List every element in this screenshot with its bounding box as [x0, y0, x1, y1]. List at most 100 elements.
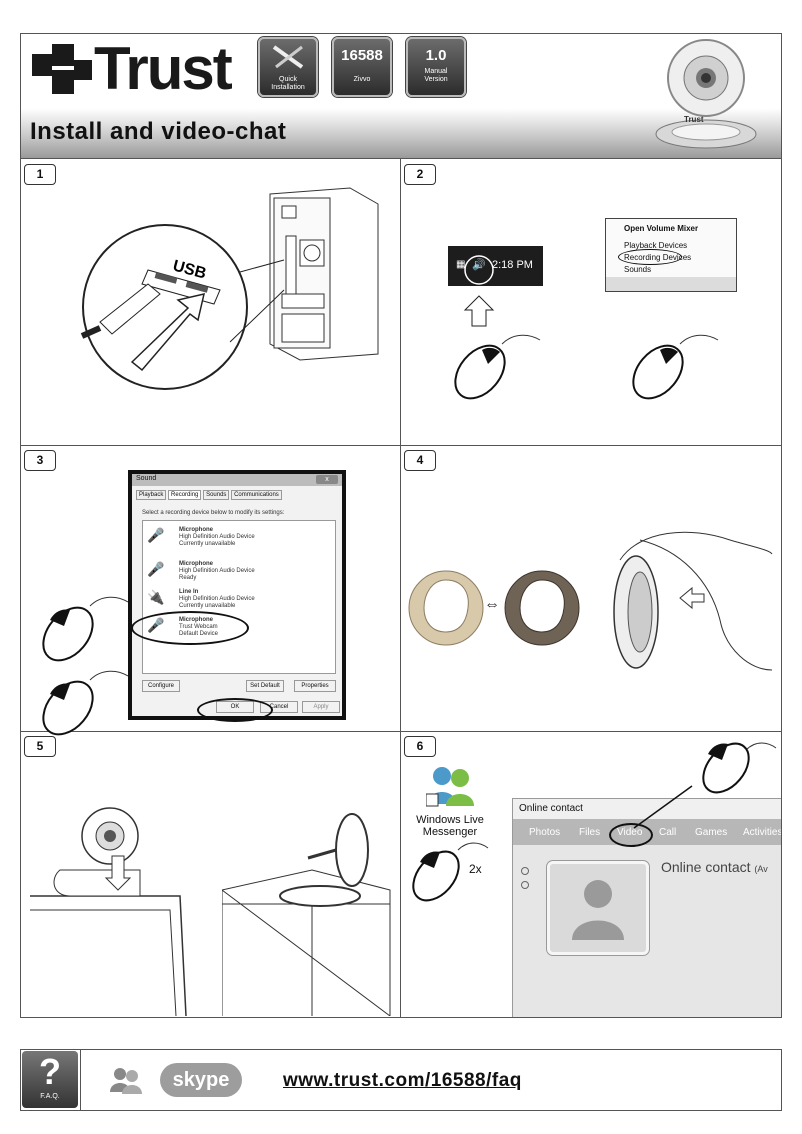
- nav-call[interactable]: Call: [659, 827, 677, 838]
- press-arrow-icon: [679, 586, 705, 610]
- messenger-label-line1: Windows Live: [416, 814, 484, 826]
- taskbar-strip: [606, 277, 736, 291]
- skype-logo: skype: [160, 1063, 242, 1097]
- line-in-icon: 🔌: [147, 589, 165, 605]
- dialog-tabs: Playback Recording Sounds Communications: [136, 490, 282, 500]
- dot-icon[interactable]: [521, 881, 529, 889]
- nav-activities[interactable]: Activities: [743, 827, 781, 838]
- arrow-down-icon: [104, 855, 132, 891]
- network-icon: ▦: [456, 259, 466, 270]
- messenger-label-line2: Messenger: [422, 826, 478, 838]
- sound-dialog: Sound x Playback Recording Sounds Commun…: [132, 474, 342, 716]
- trust-logo-icon: [32, 44, 92, 94]
- contact-status: (Av: [754, 864, 768, 874]
- hand-fitting-ring-illustration: [613, 531, 773, 671]
- usb-zoom-illustration: USB: [80, 224, 285, 390]
- nav-games[interactable]: Games: [695, 827, 728, 838]
- device-list[interactable]: 🎤 Microphone High Definition Audio Devic…: [142, 520, 336, 674]
- tab-sounds[interactable]: Sounds: [203, 490, 230, 500]
- page-title: Install and video-chat: [30, 118, 287, 145]
- mouse-click-icon: [42, 670, 129, 736]
- device-driver: High Definition Audio Device: [179, 534, 255, 540]
- tile-quick-installation: Quick Installation: [258, 37, 318, 97]
- swap-icon: ⇔: [484, 596, 500, 613]
- microphone-icon: 🎤: [147, 561, 165, 577]
- messenger-buddies-icon[interactable]: [426, 764, 474, 808]
- tab-communications[interactable]: Communications: [231, 490, 282, 500]
- device-driver: High Definition Audio Device: [179, 596, 255, 602]
- window-titlebar: Online contact: [513, 799, 781, 819]
- device-status: Currently unavailable: [179, 603, 236, 609]
- step-number-5: 5: [24, 736, 56, 757]
- step-number-3: 3: [24, 450, 56, 471]
- step-number-4: 4: [404, 450, 436, 471]
- taskbar-tray: ▦ 🔊 2:18 PM: [448, 246, 543, 286]
- messenger-window: Online contact Photos Files Video Call G…: [512, 798, 781, 1017]
- device-name: Line In: [179, 589, 199, 595]
- tile-product-number: 16588 Zivvo: [332, 37, 392, 97]
- question-mark-icon: ?: [39, 1051, 61, 1092]
- menu-sounds[interactable]: Sounds: [624, 265, 652, 274]
- menu-playback-devices[interactable]: Playback Devices: [624, 241, 688, 250]
- tab-recording[interactable]: Recording: [168, 490, 202, 500]
- faq-label: F.A.Q.: [40, 1093, 60, 1100]
- highlight-trust-webcam: [131, 611, 249, 645]
- step-number-2: 2: [404, 164, 436, 185]
- tile-manual-version: 1.0 Manual Version: [406, 37, 466, 97]
- faq-url-link[interactable]: www.trust.com/16588/faq: [283, 1070, 522, 1091]
- webcam-on-desk-illustration: [222, 813, 391, 1016]
- version-label-2: Version: [424, 76, 448, 83]
- device-driver: High Definition Audio Device: [179, 568, 255, 574]
- apply-button[interactable]: Apply: [302, 701, 340, 713]
- volume-context-menu: Open Volume Mixer Playback Devices Recor…: [605, 218, 737, 292]
- tray-clock: 2:18 PM: [492, 259, 533, 271]
- dialog-titlebar: Sound x: [132, 474, 342, 486]
- tile-label-1: Quick: [279, 76, 297, 83]
- trust-logo: Trust: [30, 35, 245, 102]
- grid-divider-row-2: [20, 731, 782, 732]
- pc-tower-illustration: [269, 187, 379, 361]
- footer-divider: [80, 1049, 81, 1111]
- highlight-recording-devices: [618, 249, 682, 265]
- mouse-click-video-icon: [633, 742, 777, 829]
- speaker-icon[interactable]: 🔊: [472, 259, 486, 271]
- close-icon[interactable]: x: [316, 475, 338, 484]
- step-number-6: 6: [404, 736, 436, 757]
- highlight-speaker: [463, 255, 495, 327]
- version-label-1: Manual: [424, 68, 448, 75]
- menu-open-volume-mixer[interactable]: Open Volume Mixer: [624, 224, 699, 233]
- mouse-click-icon: [42, 596, 129, 662]
- highlight-ok-button: [197, 698, 273, 722]
- properties-button[interactable]: Properties: [294, 680, 336, 692]
- contact-name-text: Online contact: [661, 859, 751, 875]
- webcam-product-image: Trust: [655, 39, 757, 149]
- product-name: Zivvo: [353, 76, 371, 83]
- nav-photos[interactable]: Photos: [529, 827, 561, 838]
- version-number: 1.0: [425, 47, 447, 64]
- mouse-right-click-icon: [632, 334, 719, 400]
- header-banner: [20, 33, 782, 159]
- dialog-title: Sound: [136, 475, 157, 482]
- tab-playback[interactable]: Playback: [136, 490, 167, 500]
- webcam-brand: Trust: [684, 115, 704, 124]
- dialog-instruction: Select a recording device below to modif…: [142, 510, 285, 516]
- device-status: Ready: [179, 575, 197, 581]
- webcam-on-monitor-illustration: [30, 807, 187, 1016]
- set-default-button[interactable]: Set Default: [246, 680, 284, 692]
- dot-icon[interactable]: [521, 867, 529, 875]
- arrow-up-icon: [463, 295, 495, 327]
- device-name: Microphone: [179, 527, 213, 533]
- configure-button[interactable]: Configure: [142, 680, 180, 692]
- faq-badge: ? F.A.Q.: [22, 1051, 78, 1108]
- user-silhouette-icon: [572, 880, 624, 940]
- rubber-rings-illustration: [408, 570, 580, 646]
- double-click-count: 2x: [469, 862, 482, 876]
- step-number-1: 1: [24, 164, 56, 185]
- product-number: 16588: [341, 47, 383, 64]
- nav-files[interactable]: Files: [579, 827, 601, 838]
- device-name: Microphone: [179, 561, 213, 567]
- tile-label-2: Installation: [271, 84, 305, 91]
- messenger-icon: [110, 1068, 142, 1094]
- grid-divider-vertical: [400, 159, 401, 1018]
- grid-divider-row-1: [20, 445, 782, 446]
